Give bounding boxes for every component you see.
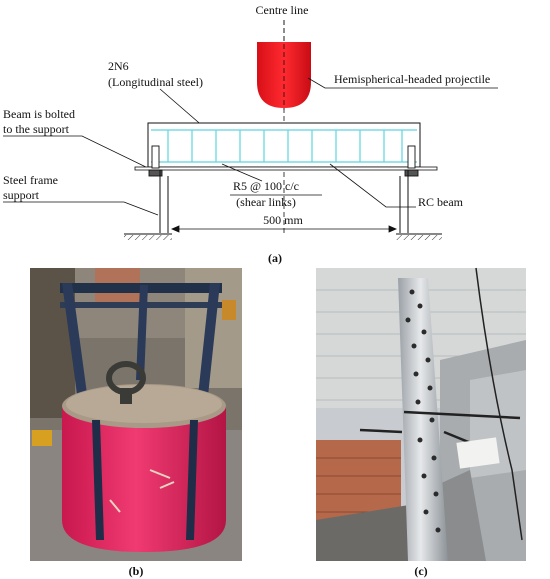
left-bolt [148, 145, 163, 177]
shear-links-label-1: R5 @ 100 c/c [233, 179, 299, 193]
photo-c: (c) [316, 267, 526, 578]
drop-tube [398, 278, 448, 561]
longitudinal-steel-label-2: (Longitudinal steel) [108, 75, 203, 89]
caption-c: (c) [414, 564, 427, 578]
beam-bolted-label-1: Beam is bolted [3, 107, 75, 121]
rc-beam-label: RC beam [418, 195, 464, 209]
projectile-label: Hemispherical-headed projectile [334, 72, 490, 86]
left-support [159, 170, 169, 233]
shear-links [167, 130, 403, 162]
projectile-leader [307, 77, 498, 89]
span-label: 500 mm [263, 213, 303, 227]
steel-frame-leader [3, 201, 159, 216]
caption-b: (b) [129, 564, 144, 578]
shear-links-leader [221, 163, 263, 182]
support-plate [134, 166, 438, 171]
beam-bolted-label-2: to the support [3, 122, 70, 136]
longitudinal-steel-label-1: 2N6 [108, 59, 129, 73]
schematic-a: Centre line Hemispherical-headed project… [3, 3, 498, 265]
ground-left [124, 233, 172, 240]
ground-right [396, 233, 442, 240]
tube-holes [405, 289, 441, 533]
span-dimension [170, 225, 398, 233]
rc-beam-leader [329, 163, 416, 208]
beam-bolted-leader [3, 135, 153, 171]
centre-line-label: Centre line [256, 3, 309, 17]
right-support [399, 170, 409, 233]
caption-a: (a) [268, 251, 282, 265]
right-bolt [404, 145, 419, 177]
projectile-shape [257, 42, 311, 108]
steel-frame-label-2: support [3, 188, 40, 202]
longitudinal-steel-leader [159, 88, 206, 129]
photo-b: (b) [30, 268, 242, 578]
shear-links-label-2: (shear links) [236, 195, 296, 209]
steel-frame-label-1: Steel frame [3, 173, 58, 187]
